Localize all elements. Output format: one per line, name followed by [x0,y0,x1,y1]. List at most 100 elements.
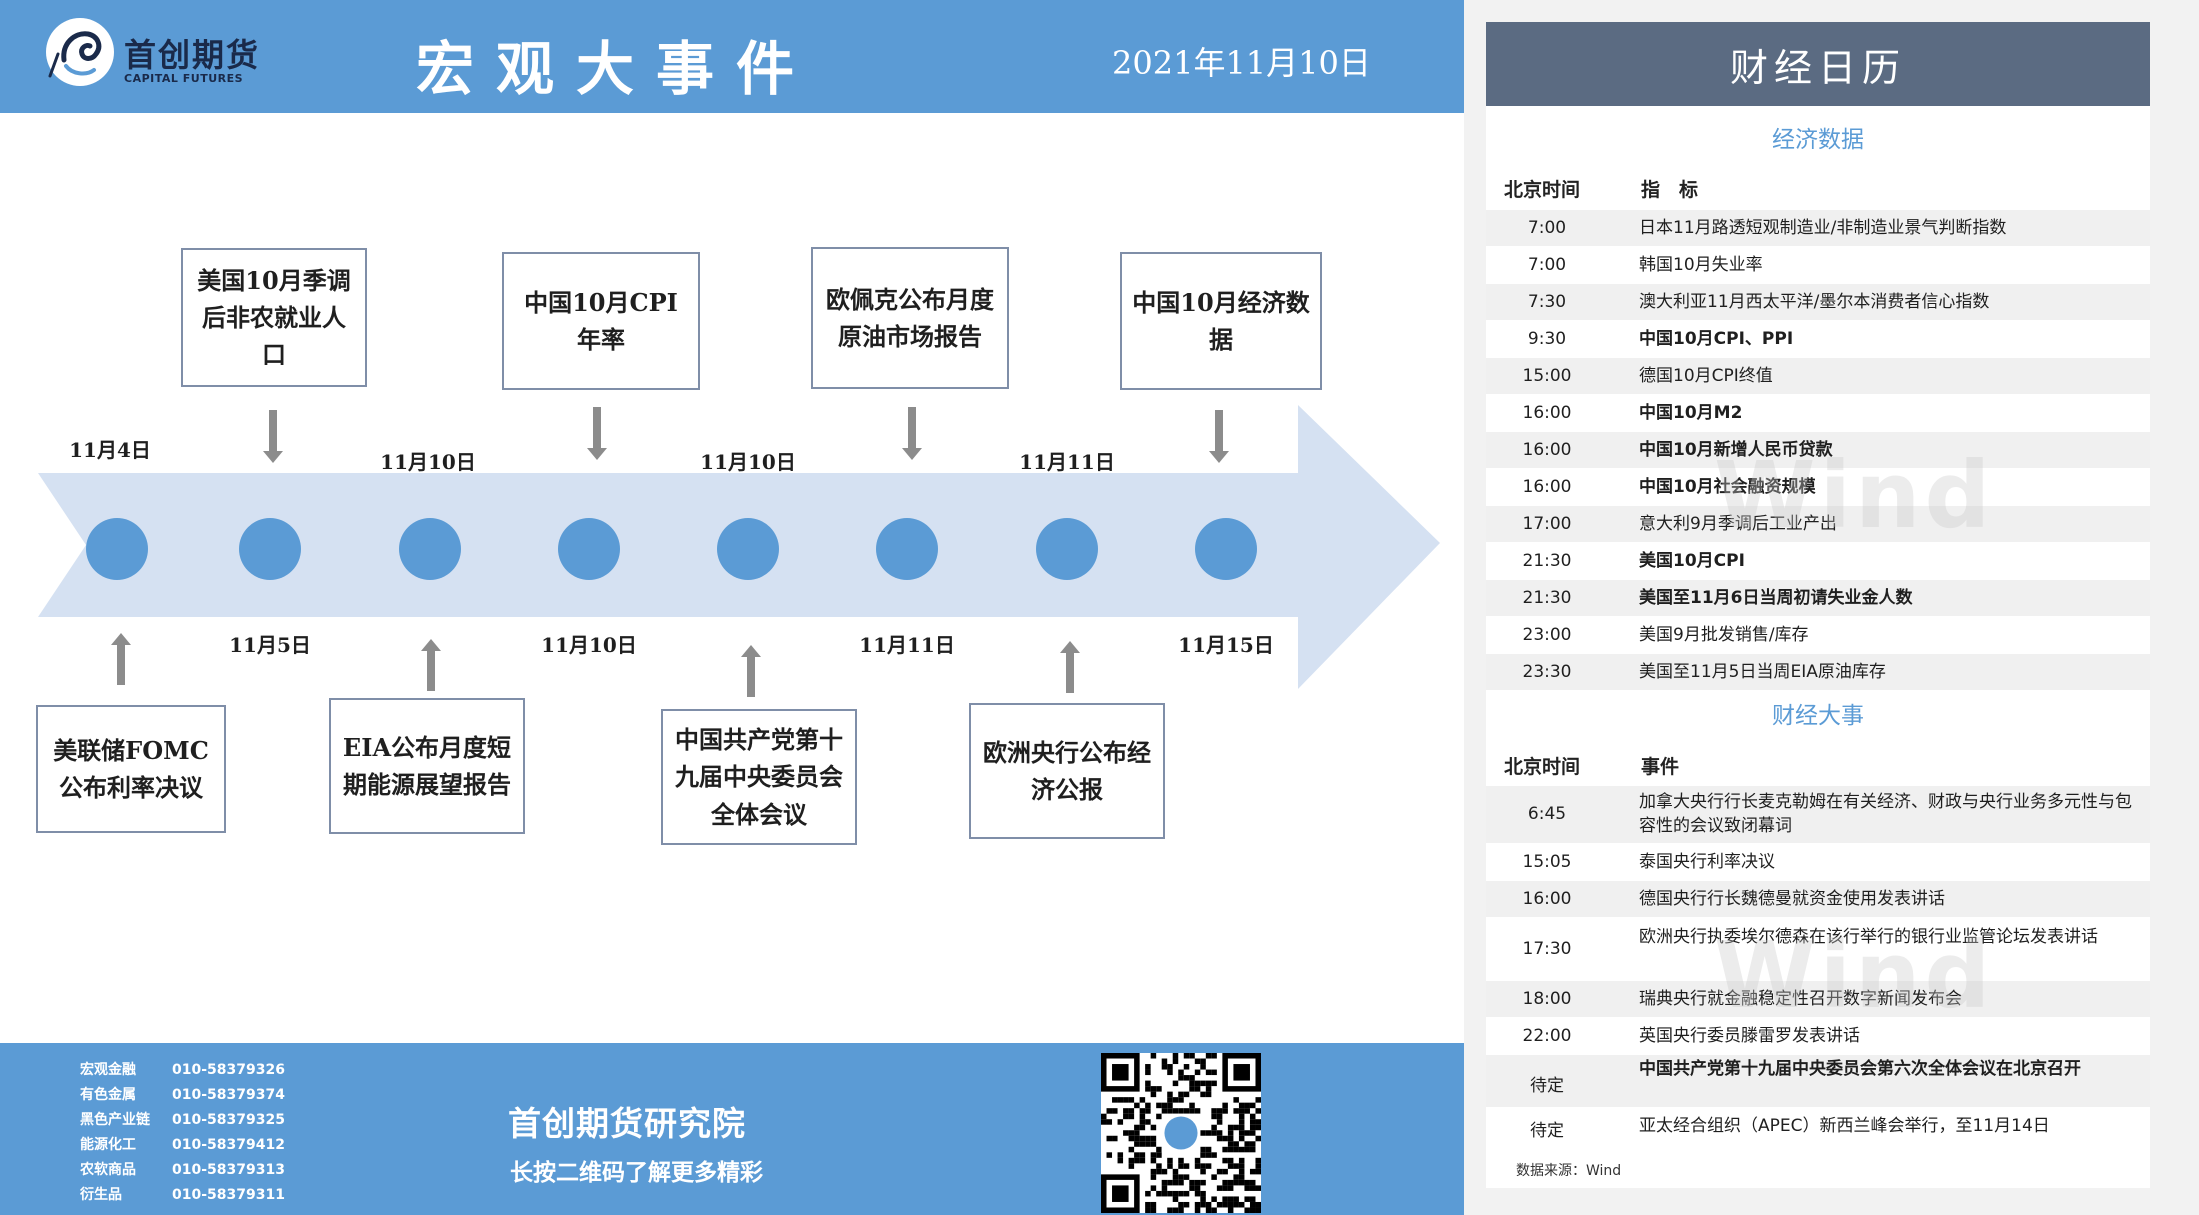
calendar-row: 9:30 中国10月CPI、PPI [1486,321,2150,358]
connector-arrow-icon [263,410,283,463]
row-time: 17:00 [1522,513,1572,534]
row-item: 瑞典央行就金融稳定性召开数字新闻发布会 [1639,988,1962,1009]
row-item: 美国9月批发销售/库存 [1639,624,1809,645]
timeline-event-box: 中国10月经济数据 [1120,252,1322,390]
row-item: 加拿大央行行长麦克勒姆在有关经济、财政与央行业务多元性与包容性的会议致闭幕词 [1639,792,2132,836]
calendar-row: 15:00 德国10月CPI终值 [1486,358,2150,395]
row-item: 澳大利亚11月西太平洋/墨尔本消费者信心指数 [1639,291,1990,312]
row-item: 中国10月CPI、PPI [1639,328,1794,349]
timeline-date-label: 11月10日 [380,450,476,474]
row-item: 英国央行委员滕雷罗发表讲话 [1639,1025,1860,1046]
logo-text-cn: 首创期货 [124,36,261,74]
row-time: 9:30 [1527,328,1567,349]
econ-table-header: 北京时间 指 标 [1486,165,2150,209]
institute-name: 首创期货研究院 [508,1104,746,1143]
calendar-row: 17:00 意大利9月季调后工业产出 [1486,506,2150,543]
contact-dept: 黑色产业链 [80,1112,150,1128]
row-item: 中国共产党第十九届中央委员会第六次全体会议在北京召开 [1639,1058,2081,1079]
report-date: 2021年11月10日 [1112,44,1371,82]
qr-prompt: 长按二维码了解更多精彩 [510,1160,763,1186]
econ-col-time: 北京时间 [1504,179,1581,201]
header-bar: 首创期货 CAPITAL FUTURES 宏观大事件 2021年11月10日 [0,0,1464,113]
connector-arrow-icon [421,639,441,691]
contact-dept: 宏观金融 [80,1062,136,1078]
row-time: 17:30 [1522,938,1572,959]
contact-phone: 010-58379374 [172,1087,285,1103]
timeline-date-label: 11月5日 [229,633,311,657]
row-item: 欧洲央行执委埃尔德森在该行举行的银行业监管论坛发表讲话 [1639,926,2098,947]
timeline-event-box: 美联储FOMC公布利率决议 [36,705,226,833]
row-time: 23:30 [1522,661,1572,682]
event-col-time: 北京时间 [1504,756,1581,778]
row-time: 21:30 [1522,587,1572,608]
watermark: Wind [1714,442,1995,549]
calendar-row: 6:45 加拿大央行行长麦克勒姆在有关经济、财政与央行业务多元性与包容性的会议致闭… [1486,786,2150,844]
contact-phone: 010-58379326 [172,1062,285,1078]
row-item: 亚太经合组织（APEC）新西兰峰会举行，至11月14日 [1639,1115,2050,1136]
timeline-node [399,518,461,580]
event-col-item: 事件 [1641,756,1680,778]
calendar-row: 7:00 韩国10月失业率 [1486,247,2150,284]
timeline-node [558,518,620,580]
row-item: 中国10月M2 [1639,402,1743,423]
row-time: 16:00 [1522,402,1572,423]
row-item: 中国10月社会融资规模 [1639,476,1816,497]
row-time: 待定 [1530,1075,1564,1096]
calendar-row: 22:00 英国央行委员滕雷罗发表讲话 [1486,1018,2150,1055]
footer-bar: 宏观金融 010-58379326 有色金属 010-58379374 黑色产业链 010… [0,1043,1464,1215]
timeline-event-box: 美国10月季调后非农就业人口 [181,248,367,387]
row-time: 15:00 [1522,365,1572,386]
row-time: 21:30 [1522,550,1572,571]
connector-arrow-icon [741,645,761,697]
logo-text-en: CAPITAL FUTURES [124,72,244,85]
timeline-node [717,518,779,580]
calendar-row: 23:30 美国至11月5日当周EIA原油库存 [1486,654,2150,691]
timeline-node [1036,518,1098,580]
watermark: Wind [1714,922,1995,1029]
calendar-row: 18:00 瑞典央行就金融稳定性召开数字新闻发布会 [1486,981,2150,1018]
row-time: 18:00 [1522,988,1572,1009]
connector-arrow-icon [1209,410,1229,463]
event-section-title: 财经大事 [1772,703,1864,729]
timeline-date-label: 11月11日 [1019,450,1115,474]
row-time: 16:00 [1522,476,1572,497]
row-time: 22:00 [1522,1025,1572,1046]
calendar-row: 17:30 欧洲央行执委埃尔德森在该行举行的银行业监管论坛发表讲话 [1486,918,2150,981]
timeline-event-box: 中国10月CPI年率 [502,252,700,390]
calendar-title: 财经日历 [1729,45,1906,90]
row-item: 美国至11月5日当周EIA原油库存 [1639,661,1886,682]
timeline-node [86,518,148,580]
row-item: 德国央行行长魏德曼就资金使用发表讲话 [1639,888,1945,909]
left-panel: 首创期货 CAPITAL FUTURES 宏观大事件 2021年11月10日 1… [0,0,1464,1215]
row-item: 德国10月CPI终值 [1639,365,1773,386]
row-item: 意大利9月季调后工业产出 [1639,513,1837,534]
connector-arrow-icon [587,407,607,460]
contact-dept: 有色金属 [80,1087,136,1103]
contact-dept: 衍生品 [80,1187,122,1203]
data-source: 数据来源：Wind [1516,1163,1622,1179]
row-item: 韩国10月失业率 [1639,254,1763,275]
contact-phone: 010-58379311 [172,1187,285,1203]
contact-row: 宏观金融 010-58379326 [80,1059,285,1079]
contact-phone: 010-58379313 [172,1162,285,1178]
timeline-event-box: 欧佩克公布月度原油市场报告 [811,247,1009,389]
calendar-row: 待定 亚太经合组织（APEC）新西兰峰会举行，至11月14日 [1486,1108,2150,1145]
row-time: 7:00 [1527,254,1567,275]
calendar-row: 23:00 美国9月批发销售/库存 [1486,617,2150,654]
timeline-date-label: 11月10日 [541,633,637,657]
econ-col-item: 指 标 [1641,179,1699,201]
row-time: 6:45 [1527,804,1567,824]
row-time: 23:00 [1522,624,1572,645]
row-time: 待定 [1530,1120,1564,1141]
calendar-row: 16:00 中国10月社会融资规模 [1486,469,2150,506]
qr-code-icon[interactable] [1101,1053,1261,1213]
timeline-date-label: 11月10日 [700,450,796,474]
